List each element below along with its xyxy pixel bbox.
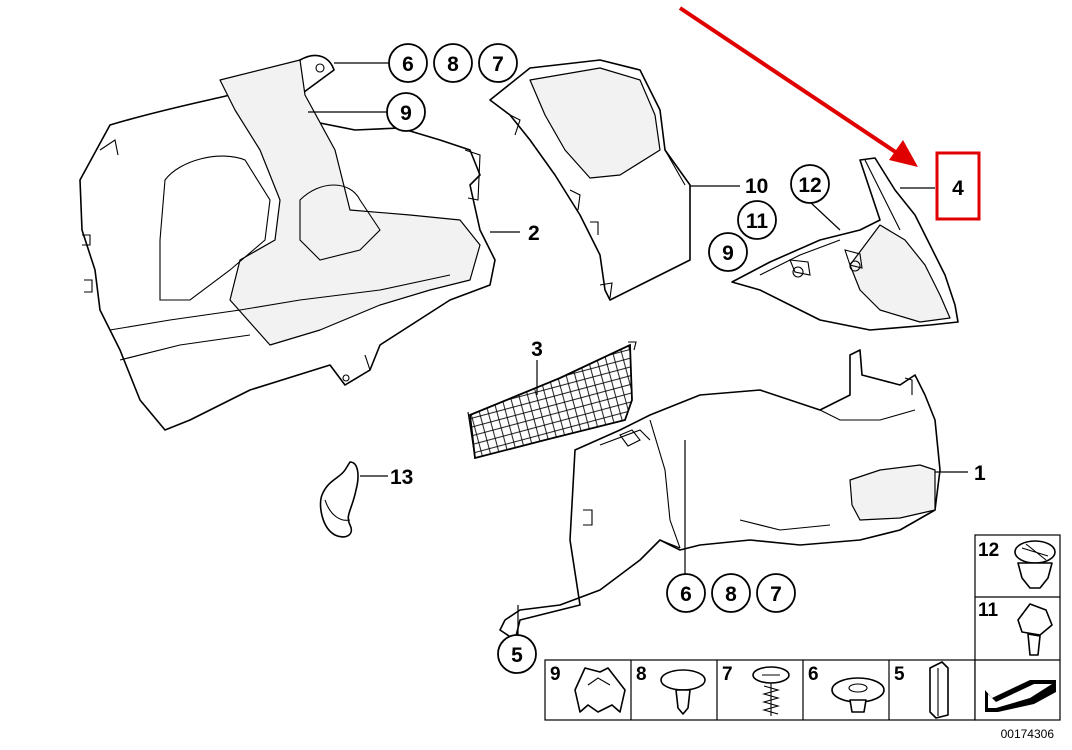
part-10-upper-panel [489, 59, 691, 301]
svg-text:2: 2 [528, 222, 540, 245]
legend-item-7: 7 [722, 664, 790, 716]
orientation-arrow-icon [980, 665, 1056, 715]
svg-text:13: 13 [390, 466, 413, 489]
callout-9-top: 9 [386, 92, 426, 132]
callout-8-bottom: 8 [711, 573, 751, 613]
legend-item-8: 8 [636, 664, 706, 715]
svg-text:3: 3 [531, 338, 543, 361]
svg-text:12: 12 [978, 540, 999, 561]
svg-text:7: 7 [770, 583, 782, 606]
legend-table: 9 8 7 6 5 [544, 659, 976, 721]
svg-text:9: 9 [400, 102, 412, 125]
diagram-id: 00174306 [1001, 727, 1055, 741]
callout-8-top: 8 [433, 43, 473, 83]
part-1-lower-trim [499, 349, 941, 641]
callout-7-bottom: 7 [756, 573, 796, 613]
callout-1: 1 [974, 462, 986, 485]
svg-text:8: 8 [636, 664, 647, 685]
callout-13: 13 [390, 466, 413, 489]
clip-11-icon [1017, 603, 1053, 636]
svg-text:6: 6 [680, 583, 692, 606]
callout-11: 11 [737, 200, 777, 240]
callout-6-top: 6 [388, 43, 428, 83]
svg-text:5: 5 [511, 644, 523, 667]
svg-text:4: 4 [952, 177, 964, 200]
callout-5: 5 [497, 634, 537, 674]
clip-5-icon [929, 661, 949, 719]
svg-text:1: 1 [974, 462, 986, 485]
legend-item-12: 12 [978, 540, 1056, 589]
callout-9-mid: 9 [708, 232, 748, 272]
svg-text:8: 8 [447, 53, 459, 76]
svg-text:9: 9 [550, 664, 561, 685]
svg-text:6: 6 [808, 664, 819, 685]
legend-item-9: 9 [550, 664, 626, 713]
callout-2: 2 [528, 222, 540, 245]
svg-text:11: 11 [978, 600, 999, 621]
svg-text:7: 7 [722, 664, 733, 685]
svg-text:12: 12 [798, 174, 821, 197]
legend-side: 12 11 [974, 534, 1061, 721]
callout-7-top: 7 [478, 43, 518, 83]
part-13-clip [319, 461, 359, 538]
nut-6-icon [831, 677, 885, 703]
rivet-8-icon [660, 669, 706, 691]
svg-text:8: 8 [725, 583, 737, 606]
callout-10: 10 [745, 175, 768, 198]
callout-4-highlighted: 4 [935, 151, 981, 221]
legend-item-6: 6 [808, 664, 885, 713]
part-3-net [467, 341, 637, 460]
callout-3: 3 [531, 338, 543, 361]
svg-text:11: 11 [746, 210, 769, 233]
legend-item-11: 11 [978, 600, 1053, 656]
svg-text:6: 6 [402, 53, 414, 76]
part-4-side-panel [731, 157, 959, 331]
svg-text:5: 5 [894, 664, 905, 685]
callout-12: 12 [790, 164, 830, 204]
part-2-left-trim [79, 54, 496, 431]
highlight-arrow [678, 6, 918, 167]
svg-text:7: 7 [492, 53, 504, 76]
svg-text:10: 10 [745, 175, 768, 198]
legend-item-5: 5 [894, 661, 949, 719]
svg-text:9: 9 [722, 242, 734, 265]
callout-6-bottom: 6 [666, 573, 706, 613]
clip-9-icon [574, 667, 626, 713]
